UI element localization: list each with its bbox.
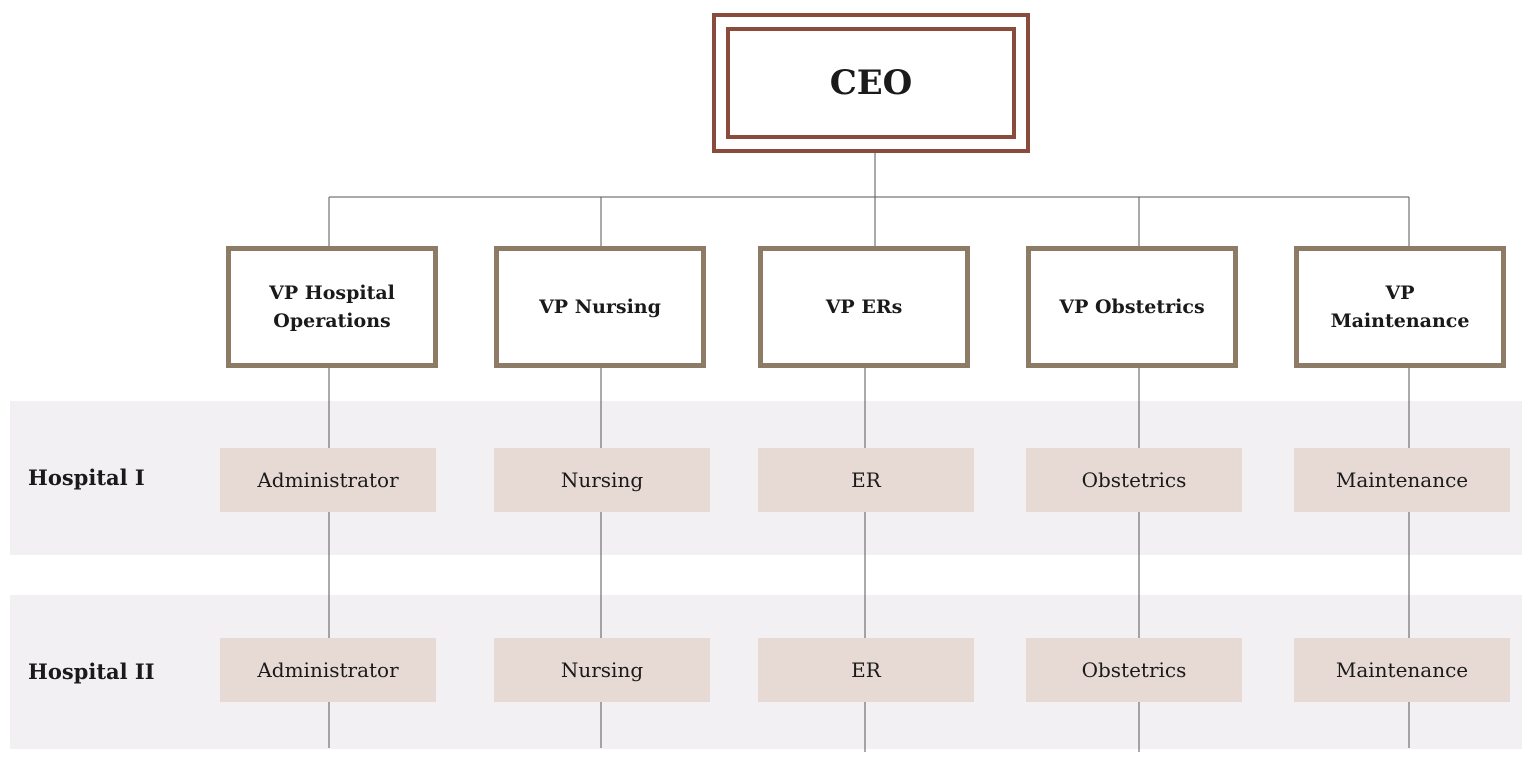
vp-maintenance-box[interactable]: VP Maintenance xyxy=(1294,246,1506,368)
ceo-title: CEO xyxy=(726,27,1016,139)
vp-obstetrics-box[interactable]: VP Obstetrics xyxy=(1026,246,1238,368)
hospital-ii-nursing[interactable]: Nursing xyxy=(494,638,710,702)
vp-nursing-box[interactable]: VP Nursing xyxy=(494,246,706,368)
ceo-box[interactable]: CEO xyxy=(712,13,1030,153)
hospital-ii-obstetrics[interactable]: Obstetrics xyxy=(1026,638,1242,702)
hospital-i-nursing[interactable]: Nursing xyxy=(494,448,710,512)
hospital-i-er[interactable]: ER xyxy=(758,448,974,512)
hospital-ii-er[interactable]: ER xyxy=(758,638,974,702)
hospital-i-administrator[interactable]: Administrator xyxy=(220,448,436,512)
hospital-i-maintenance[interactable]: Maintenance xyxy=(1294,448,1510,512)
hospital-i-label: Hospital I xyxy=(28,465,145,490)
hospital-ii-maintenance[interactable]: Maintenance xyxy=(1294,638,1510,702)
hospital-i-obstetrics[interactable]: Obstetrics xyxy=(1026,448,1242,512)
vp-hospital-operations-box[interactable]: VP Hospital Operations xyxy=(226,246,438,368)
hospital-ii-label: Hospital II xyxy=(28,659,155,684)
hospital-ii-administrator[interactable]: Administrator xyxy=(220,638,436,702)
vp-ers-box[interactable]: VP ERs xyxy=(758,246,970,368)
